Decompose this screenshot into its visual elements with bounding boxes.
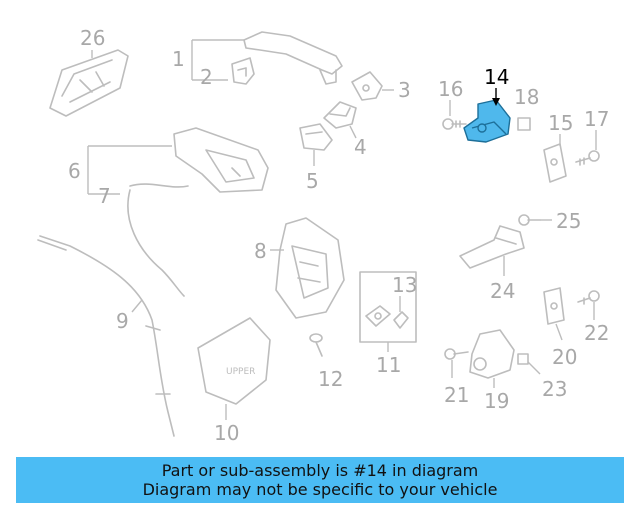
callout-13: 13	[392, 273, 417, 297]
part-11-plate	[365, 305, 391, 327]
callout-2: 2	[200, 65, 213, 89]
callout-18: 18	[514, 85, 539, 109]
callout-1: 1	[172, 47, 185, 71]
callout-10: 10	[214, 421, 239, 445]
callout-9: 9	[116, 309, 129, 333]
callout-26: 26	[80, 26, 105, 50]
part-12-bolt	[309, 333, 323, 357]
info-banner: Part or sub-assembly is #14 in diagram D…	[16, 457, 624, 503]
callout-15: 15	[548, 111, 573, 135]
callout-16: 16	[438, 77, 463, 101]
callout-3: 3	[398, 78, 411, 102]
callout-19: 19	[484, 389, 509, 413]
part-2-handle-cap	[231, 57, 255, 85]
part-16-bolt	[442, 118, 467, 130]
callout-21: 21	[444, 383, 469, 407]
callout-5: 5	[306, 169, 319, 193]
banner-line-1: Part or sub-assembly is #14 in diagram	[161, 461, 479, 480]
part-1-outside-handle	[243, 31, 343, 85]
part-9-rod	[37, 235, 175, 437]
banner-line-2: Diagram may not be specific to your vehi…	[142, 480, 498, 499]
callout-6: 6	[68, 159, 81, 183]
parts-diagram: 26 1 2 3 4 5 6 7	[37, 26, 609, 445]
part-5-cover	[299, 123, 333, 151]
part-3-bracket	[351, 71, 383, 101]
callout-7: 7	[98, 184, 111, 208]
part-23-nut	[517, 353, 529, 365]
callout-14: 14	[484, 65, 509, 89]
upper-mark: UPPER	[226, 367, 255, 377]
part-17-bolt	[575, 150, 600, 166]
callout-23: 23	[542, 377, 567, 401]
part-24-door-check	[459, 225, 525, 269]
part-13-pin	[393, 311, 409, 329]
callout-8: 8	[254, 239, 267, 263]
part-22-bolt	[577, 290, 600, 305]
arrow-icon	[492, 98, 500, 106]
part-18-nut	[517, 117, 531, 131]
callout-22: 22	[584, 321, 609, 345]
part-15-plate	[543, 143, 567, 183]
part-19-lower-hinge	[469, 329, 515, 379]
callout-4: 4	[354, 135, 367, 159]
part-4-clip	[323, 101, 357, 129]
part-26-handle-bezel	[49, 49, 129, 117]
part-6-inside-handle	[173, 127, 269, 193]
callout-12: 12	[318, 367, 343, 391]
callout-17: 17	[584, 107, 609, 131]
part-8-latch	[275, 217, 345, 319]
part-21-bolt	[444, 348, 469, 360]
callout-11: 11	[376, 353, 401, 377]
part-14-hinge-highlighted	[463, 99, 511, 143]
part-10-lock-guard: UPPER	[197, 317, 271, 405]
part-25-bolt	[518, 214, 541, 226]
part-7-cable	[127, 183, 189, 297]
callout-20: 20	[552, 345, 577, 369]
part-20-plate	[543, 287, 565, 325]
callout-25: 25	[556, 209, 581, 233]
callout-24: 24	[490, 279, 515, 303]
